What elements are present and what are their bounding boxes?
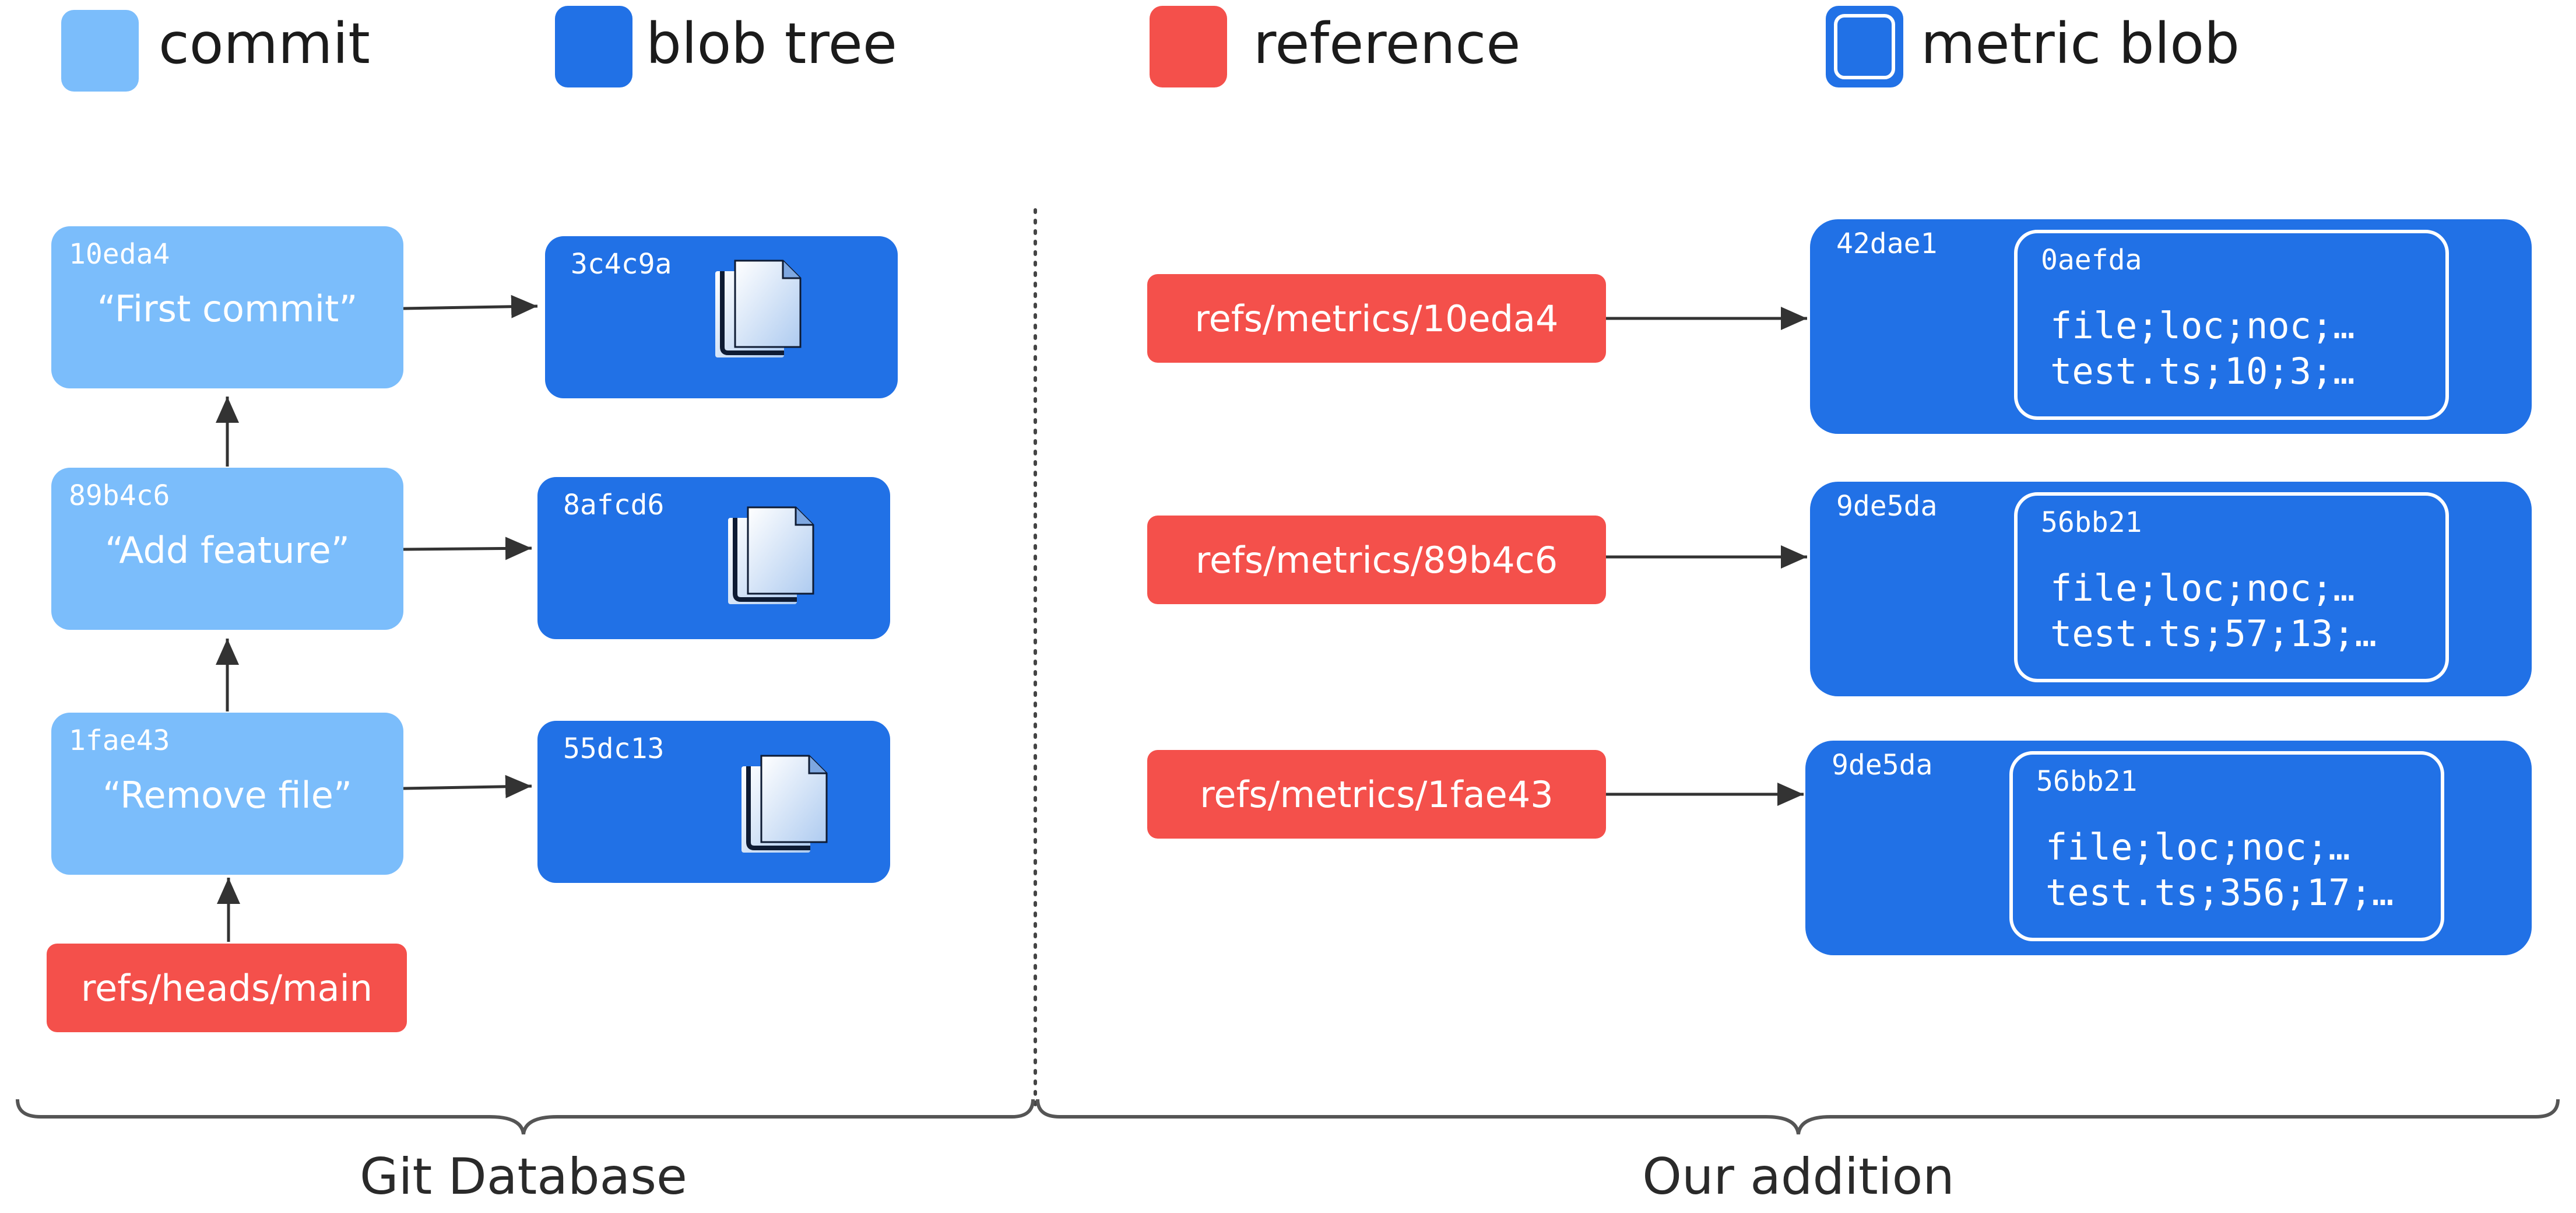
metric-ref-label: refs/metrics/89b4c6	[1195, 538, 1558, 581]
commit-message: “First commit”	[97, 288, 358, 330]
legend-label-reference: reference	[1253, 11, 1521, 76]
head-ref-label: refs/heads/main	[80, 966, 373, 1009]
metric-tree-hash: 9de5da	[1836, 490, 1938, 523]
metric-csv-line-2: test.ts;57;13;…	[2050, 612, 2377, 655]
commit-node-3: 1fae43 “Remove file”	[51, 713, 403, 875]
document-icon	[728, 506, 814, 604]
commit-message: “Add feature”	[105, 529, 350, 572]
metric-blob-hash: 56bb21	[2041, 506, 2142, 539]
tree-node-2: 8afcd6	[537, 477, 890, 639]
tree-hash: 3c4c9a	[571, 248, 672, 281]
metric-csv-line-2: test.ts;10;3;…	[2050, 350, 2355, 392]
metric-blob-hash: 0aefda	[2041, 244, 2142, 276]
document-icon	[741, 755, 828, 853]
metric-ref-label: refs/metrics/10eda4	[1194, 297, 1559, 340]
section-label-our-addition: Our addition	[1642, 1148, 1955, 1206]
commit-hash: 10eda4	[69, 238, 170, 271]
metric-blob-swatch-inner	[1834, 14, 1895, 79]
legend-label-commit: commit	[159, 11, 370, 76]
tree-node-3: 55dc13	[537, 721, 890, 883]
reference-swatch	[1150, 6, 1227, 87]
commit-hash: 1fae43	[69, 724, 170, 757]
arrow-commit-3-tree	[403, 774, 532, 798]
legend-label-metric-blob: metric blob	[1921, 11, 2240, 76]
commit-node-1: 10eda4 “First commit”	[51, 226, 403, 388]
commit-message: “Remove file”	[102, 774, 353, 816]
metric-tree-3: 9de5da 56bb21 file;loc;noc;… test.ts;356…	[1805, 741, 2532, 955]
commit-node-2: 89b4c6 “Add feature”	[51, 468, 403, 630]
metric-csv-line-1: file;loc;noc;…	[2050, 304, 2355, 347]
metric-csv-line-1: file;loc;noc;…	[2046, 826, 2350, 868]
tree-node-1: 3c4c9a	[545, 236, 898, 398]
metric-ref-1: refs/metrics/10eda4	[1147, 274, 1606, 363]
blob-tree-swatch	[555, 6, 632, 87]
legend-label-blob-tree: blob tree	[646, 11, 897, 76]
metric-ref-3: refs/metrics/1fae43	[1147, 750, 1606, 839]
head-ref: refs/heads/main	[47, 944, 407, 1032]
metric-ref-label: refs/metrics/1fae43	[1200, 773, 1554, 816]
metric-blob-hash: 56bb21	[2036, 765, 2138, 798]
brace-our-addition	[1036, 1099, 2560, 1135]
metric-tree-hash: 9de5da	[1832, 749, 1933, 781]
metric-csv-line-2: test.ts;356;17;…	[2046, 871, 2394, 914]
document-icon	[715, 260, 802, 357]
metric-tree-2: 9de5da 56bb21 file;loc;noc;… test.ts;57;…	[1810, 482, 2532, 696]
tree-hash: 55dc13	[563, 732, 665, 765]
metric-ref-2: refs/metrics/89b4c6	[1147, 516, 1606, 604]
section-label-git-database: Git Database	[360, 1148, 687, 1206]
metric-csv-line-1: file;loc;noc;…	[2050, 567, 2355, 609]
metric-blob-swatch	[1826, 6, 1903, 87]
tree-hash: 8afcd6	[563, 489, 665, 521]
arrow-commit-2-tree	[403, 537, 532, 560]
commit-swatch	[61, 10, 139, 92]
metric-blob: 56bb21 file;loc;noc;… test.ts;356;17;…	[2009, 751, 2444, 941]
metric-blob: 56bb21 file;loc;noc;… test.ts;57;13;…	[2014, 492, 2449, 682]
metric-tree-hash: 42dae1	[1836, 227, 1938, 260]
brace-git-database	[16, 1099, 1035, 1135]
arrow-commit-1-tree	[403, 295, 538, 318]
commit-hash: 89b4c6	[69, 479, 170, 512]
metric-blob: 0aefda file;loc;noc;… test.ts;10;3;…	[2014, 230, 2449, 420]
metric-tree-1: 42dae1 0aefda file;loc;noc;… test.ts;10;…	[1810, 219, 2532, 434]
